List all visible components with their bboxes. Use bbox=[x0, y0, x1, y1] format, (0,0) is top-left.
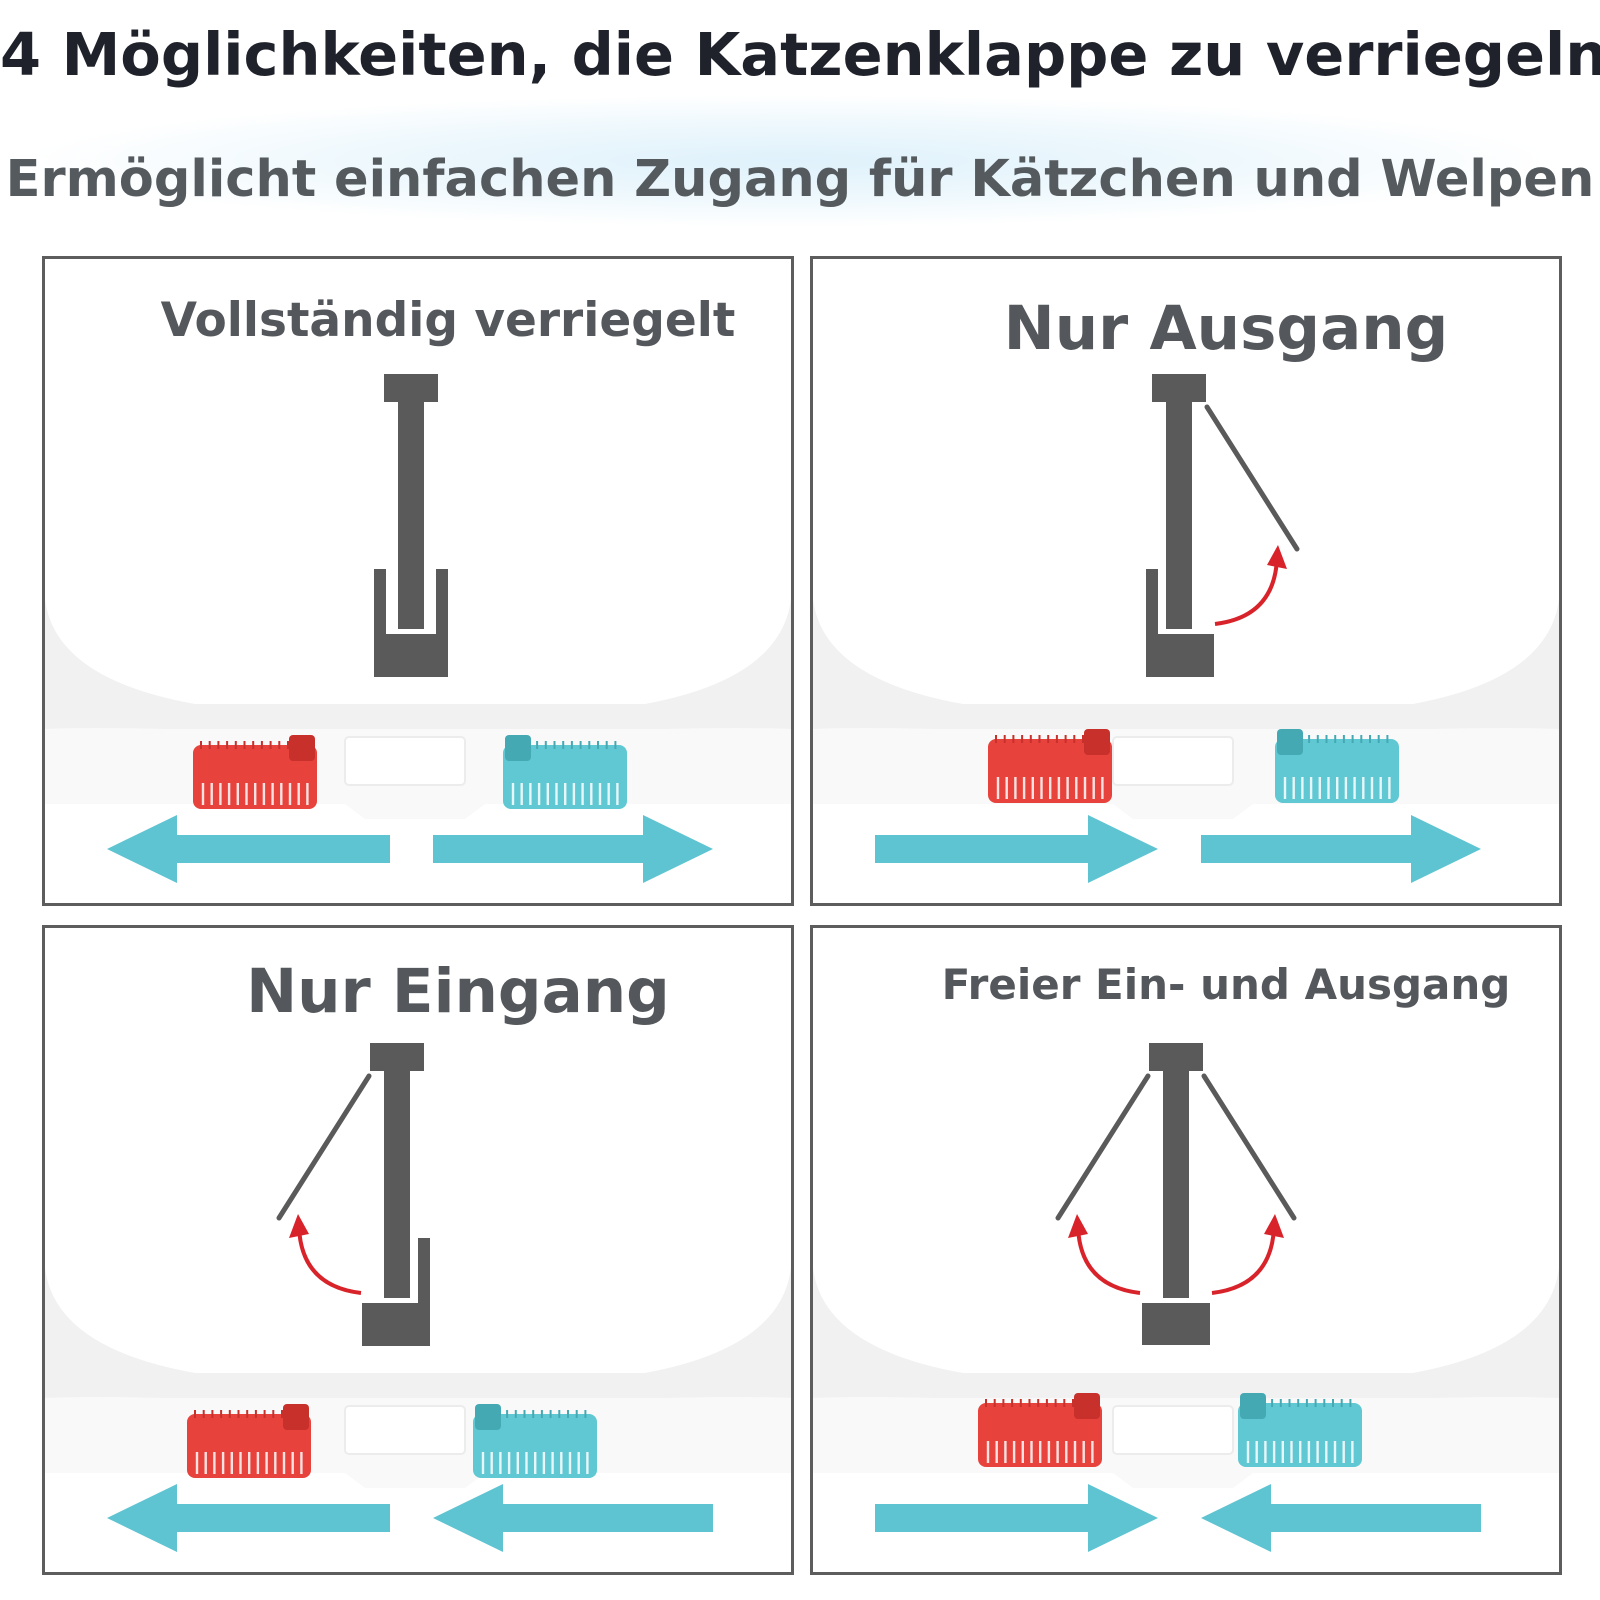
center-slot bbox=[344, 1405, 466, 1455]
flap-catch bbox=[1142, 1303, 1210, 1345]
flap-pole bbox=[1166, 399, 1192, 629]
teal-lock-slider bbox=[503, 735, 627, 809]
page-subtitle: Ermöglicht einfachen Zugang für Kätzchen… bbox=[5, 150, 1595, 209]
lock-body bbox=[978, 1403, 1102, 1467]
flap-diagram bbox=[276, 1043, 430, 1346]
red-lock-slider bbox=[988, 729, 1112, 803]
panel-illustration bbox=[45, 374, 791, 903]
red-lock-slider bbox=[978, 1393, 1102, 1467]
arrow-left bbox=[433, 1484, 713, 1552]
open-flap bbox=[276, 1073, 372, 1221]
panel-illustration bbox=[45, 1043, 791, 1572]
flap-top-bar bbox=[1152, 374, 1206, 402]
arrow-left bbox=[107, 815, 390, 883]
panel-title: Vollständig verriegelt bbox=[160, 293, 736, 348]
open-flap bbox=[1055, 1073, 1151, 1221]
flap-diagram bbox=[374, 374, 448, 677]
open-flap bbox=[1204, 404, 1300, 552]
lock-knob bbox=[1084, 729, 1110, 755]
open-flap bbox=[1201, 1073, 1297, 1221]
flap-catch bbox=[1146, 569, 1214, 677]
arrow-left bbox=[107, 1484, 390, 1552]
lock-knob bbox=[1240, 1393, 1266, 1419]
flap-top-bar bbox=[384, 374, 438, 402]
center-slot bbox=[344, 736, 466, 786]
panel-title: Nur Eingang bbox=[246, 956, 670, 1027]
swing-arrowhead bbox=[289, 1214, 309, 1238]
lock-knob bbox=[289, 735, 315, 761]
lock-body bbox=[187, 1414, 311, 1478]
lock-body bbox=[988, 739, 1112, 803]
center-slot bbox=[1112, 736, 1234, 786]
lock-body bbox=[473, 1414, 597, 1478]
frame-base bbox=[813, 1473, 1559, 1572]
arrow-right bbox=[1201, 815, 1481, 883]
flap-pole bbox=[384, 1068, 410, 1298]
lock-body bbox=[193, 745, 317, 809]
lock-knob bbox=[1277, 729, 1303, 755]
flap-diagram bbox=[1055, 1043, 1297, 1345]
flap-pole bbox=[398, 399, 424, 629]
red-lock-slider bbox=[187, 1404, 311, 1478]
swing-arrow bbox=[1076, 1227, 1141, 1295]
header-glow bbox=[40, 96, 1540, 226]
teal-lock-slider bbox=[1238, 1393, 1362, 1467]
swing-arrowhead bbox=[1068, 1214, 1088, 1238]
lock-body bbox=[503, 745, 627, 809]
frame-base bbox=[813, 804, 1559, 903]
lock-knob bbox=[475, 1404, 501, 1430]
lock-knob bbox=[505, 735, 531, 761]
panel-illustration bbox=[813, 1043, 1559, 1572]
lock-knob bbox=[1074, 1393, 1100, 1419]
lock-body bbox=[1238, 1403, 1362, 1467]
teal-lock-slider bbox=[473, 1404, 597, 1478]
panel-free-access: Freier Ein- und Ausgang bbox=[810, 925, 1562, 1575]
center-slot bbox=[1112, 1405, 1234, 1455]
flap-catch bbox=[362, 1238, 430, 1346]
page-title: 4 Möglichkeiten, die Katzenklappe zu ver… bbox=[0, 20, 1600, 89]
swing-arrow bbox=[1211, 1227, 1276, 1295]
panel-fully-locked: Vollständig verriegelt bbox=[42, 256, 794, 906]
frame-base bbox=[45, 804, 791, 903]
panel-entry-only: Nur Eingang bbox=[42, 925, 794, 1575]
arrow-right bbox=[433, 815, 713, 883]
flap-top-bar bbox=[370, 1043, 424, 1071]
lock-body bbox=[1275, 739, 1399, 803]
flap-diagram bbox=[1146, 374, 1300, 677]
flap-top-bar bbox=[1149, 1043, 1203, 1071]
swing-arrow bbox=[297, 1227, 362, 1295]
flap-catch bbox=[374, 569, 448, 677]
arrow-left bbox=[1201, 1484, 1481, 1552]
arrow-right bbox=[875, 1484, 1158, 1552]
panel-title: Nur Ausgang bbox=[1003, 293, 1449, 364]
arrow-right bbox=[875, 815, 1158, 883]
panel-exit-only: Nur Ausgang bbox=[810, 256, 1562, 906]
panel-title: Freier Ein- und Ausgang bbox=[941, 960, 1511, 1009]
swing-arrowhead bbox=[1267, 545, 1287, 569]
teal-lock-slider bbox=[1275, 729, 1399, 803]
swing-arrowhead bbox=[1264, 1214, 1284, 1238]
frame-base bbox=[45, 1473, 791, 1572]
swing-arrow bbox=[1214, 558, 1279, 626]
flap-pole bbox=[1163, 1068, 1189, 1298]
panel-illustration bbox=[813, 374, 1559, 903]
lock-knob bbox=[283, 1404, 309, 1430]
red-lock-slider bbox=[193, 735, 317, 809]
